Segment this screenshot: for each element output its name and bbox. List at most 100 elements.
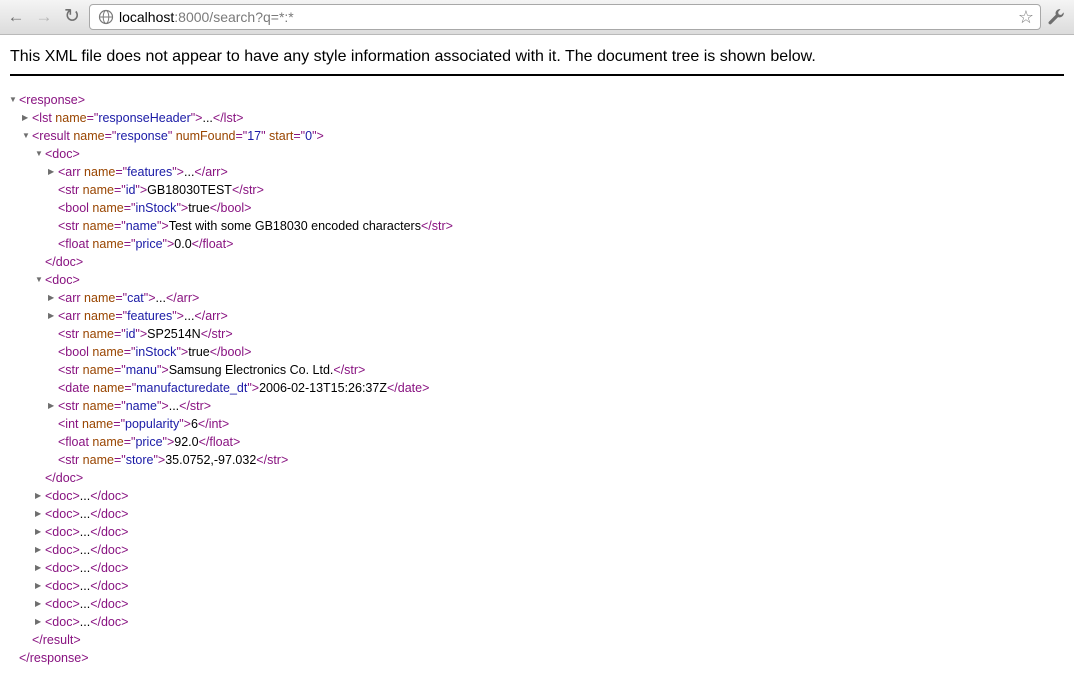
star-icon[interactable]: ☆ bbox=[1017, 7, 1034, 27]
xml-node-content: <doc>...</doc> bbox=[45, 523, 128, 541]
xml-tag-text: <str bbox=[58, 399, 80, 413]
collapsed-triangle-icon[interactable]: ▶ bbox=[22, 113, 29, 122]
xml-tag-text: </doc> bbox=[90, 579, 129, 593]
xml-tag-text: =" bbox=[115, 309, 128, 323]
xml-tag-text: <str bbox=[58, 453, 80, 467]
collapsed-triangle-icon[interactable]: ▶ bbox=[35, 491, 42, 500]
xml-tag-text: </int> bbox=[197, 417, 230, 431]
xml-attr-value: id bbox=[125, 327, 136, 341]
xml-tag-text: <doc> bbox=[45, 489, 80, 503]
xml-tag-text: =" bbox=[104, 129, 117, 143]
address-bar[interactable]: localhost:8000/search?q=*:* ☆ bbox=[89, 4, 1041, 30]
xml-attr-value: inStock bbox=[135, 201, 177, 215]
xml-node-content: <doc>...</doc> bbox=[45, 613, 128, 631]
xml-tag-text: <doc> bbox=[45, 543, 80, 557]
xml-node-content: </result> bbox=[32, 631, 81, 649]
xml-tag-text: </lst> bbox=[212, 111, 244, 125]
xml-text-value: SP2514N bbox=[147, 327, 201, 341]
xml-tag-text: =" bbox=[113, 363, 126, 377]
collapsed-triangle-icon[interactable]: ▶ bbox=[35, 509, 42, 518]
xml-attr-name: name bbox=[88, 237, 124, 251]
xml-tag-text: </doc> bbox=[90, 561, 129, 575]
xml-tag-text: "> bbox=[156, 399, 169, 413]
collapsed-triangle-icon[interactable]: ▶ bbox=[35, 617, 42, 626]
xml-node-content: <str name="id">GB18030TEST</str> bbox=[58, 181, 264, 199]
xml-node-content: <str name="manu">Samsung Electronics Co.… bbox=[58, 361, 365, 379]
xml-tag-text: "> bbox=[162, 237, 175, 251]
xml-attr-name: name bbox=[79, 327, 114, 341]
xml-tag-text: " bbox=[261, 129, 266, 143]
xml-tag-text: <str bbox=[58, 219, 80, 233]
xml-attr-name: name bbox=[79, 363, 114, 377]
expanded-triangle-icon[interactable]: ▼ bbox=[9, 95, 17, 104]
xml-tag-text: </response> bbox=[19, 651, 89, 665]
xml-tag-text: </bool> bbox=[209, 345, 252, 359]
xml-attr-value: price bbox=[135, 435, 163, 449]
xml-attr-name: name bbox=[88, 435, 124, 449]
xml-tag-text: "> bbox=[153, 453, 166, 467]
xml-tag-text: </arr> bbox=[165, 291, 200, 305]
xml-text-value: 6 bbox=[190, 417, 198, 431]
xml-tag-text: </bool> bbox=[209, 201, 252, 215]
collapsed-triangle-icon[interactable]: ▶ bbox=[48, 311, 55, 320]
xml-node-content: <doc>...</doc> bbox=[45, 541, 128, 559]
xml-node-content: <doc>...</doc> bbox=[45, 487, 128, 505]
xml-node-content: <str name="store">35.0752,-97.032</str> bbox=[58, 451, 288, 469]
collapsed-triangle-icon[interactable]: ▶ bbox=[48, 167, 55, 176]
expanded-triangle-icon[interactable]: ▼ bbox=[22, 131, 30, 140]
xml-node-content: <float name="price">0.0</float> bbox=[58, 235, 233, 253]
xml-tag-text: <int bbox=[58, 417, 79, 431]
xml-attr-value: inStock bbox=[135, 345, 177, 359]
xml-text-value: ... bbox=[79, 507, 91, 521]
collapsed-triangle-icon[interactable]: ▶ bbox=[35, 599, 42, 608]
xml-tag-text: <date bbox=[58, 381, 90, 395]
xml-attr-value: manu bbox=[125, 363, 157, 377]
collapsed-triangle-icon[interactable]: ▶ bbox=[35, 563, 42, 572]
collapsed-triangle-icon[interactable]: ▶ bbox=[48, 401, 55, 410]
xml-tag-text: =" bbox=[113, 453, 126, 467]
globe-icon bbox=[98, 9, 114, 25]
xml-text-value: 2006-02-13T15:26:37Z bbox=[259, 381, 387, 395]
xml-tag-text: "> bbox=[143, 291, 156, 305]
xml-text-value: Samsung Electronics Co. Ltd. bbox=[168, 363, 334, 377]
reload-icon[interactable]: ↻ bbox=[64, 6, 80, 27]
xml-tag-text: <float bbox=[58, 237, 89, 251]
collapsed-triangle-icon[interactable]: ▶ bbox=[35, 545, 42, 554]
xml-tag-text: <arr bbox=[58, 309, 81, 323]
xml-node-content: <arr name="cat">...</arr> bbox=[58, 289, 199, 307]
xml-tag-text: "> bbox=[156, 219, 169, 233]
xml-text-value: ... bbox=[79, 615, 91, 629]
xml-attr-name: name bbox=[80, 165, 116, 179]
xml-attr-name: numFound bbox=[172, 129, 236, 143]
xml-tag-text: </str> bbox=[200, 327, 233, 341]
xml-tag-text: =" bbox=[123, 237, 136, 251]
expanded-triangle-icon[interactable]: ▼ bbox=[35, 275, 43, 284]
xml-text-value: true bbox=[188, 201, 210, 215]
xml-tag-text: =" bbox=[235, 129, 248, 143]
xml-tag-text: =" bbox=[123, 435, 136, 449]
collapsed-triangle-icon[interactable]: ▶ bbox=[35, 527, 42, 536]
xml-tag-text: <arr bbox=[58, 291, 81, 305]
xml-tag-text: <result bbox=[32, 129, 70, 143]
forward-arrow-icon[interactable]: → bbox=[35, 7, 53, 26]
collapsed-triangle-icon[interactable]: ▶ bbox=[48, 293, 55, 302]
collapsed-triangle-icon[interactable]: ▶ bbox=[35, 581, 42, 590]
xml-tag-text: "> bbox=[172, 309, 184, 323]
xml-tag-text: "> bbox=[190, 111, 203, 125]
xml-tag-text: =" bbox=[293, 129, 306, 143]
xml-tag-text: </arr> bbox=[194, 165, 228, 179]
browser-toolbar: ← → ↻ localhost:8000/search?q=*:* ☆ bbox=[0, 0, 1074, 35]
back-arrow-icon[interactable]: ← bbox=[7, 7, 25, 26]
xml-text-value: ... bbox=[202, 111, 213, 125]
xml-tag-text: <bool bbox=[58, 201, 89, 215]
wrench-icon[interactable] bbox=[1046, 7, 1066, 27]
xml-tag-text: =" bbox=[123, 201, 136, 215]
xml-tag-text: </str> bbox=[256, 453, 289, 467]
xml-node-content: <int name="popularity">6</int> bbox=[58, 415, 229, 433]
url-text[interactable]: localhost:8000/search?q=*:* bbox=[119, 8, 294, 26]
xml-tag-text: <str bbox=[58, 183, 80, 197]
expanded-triangle-icon[interactable]: ▼ bbox=[35, 149, 43, 158]
xml-attr-name: name bbox=[80, 309, 116, 323]
url-host: localhost bbox=[119, 9, 175, 25]
xml-tag-text: </doc> bbox=[90, 525, 129, 539]
